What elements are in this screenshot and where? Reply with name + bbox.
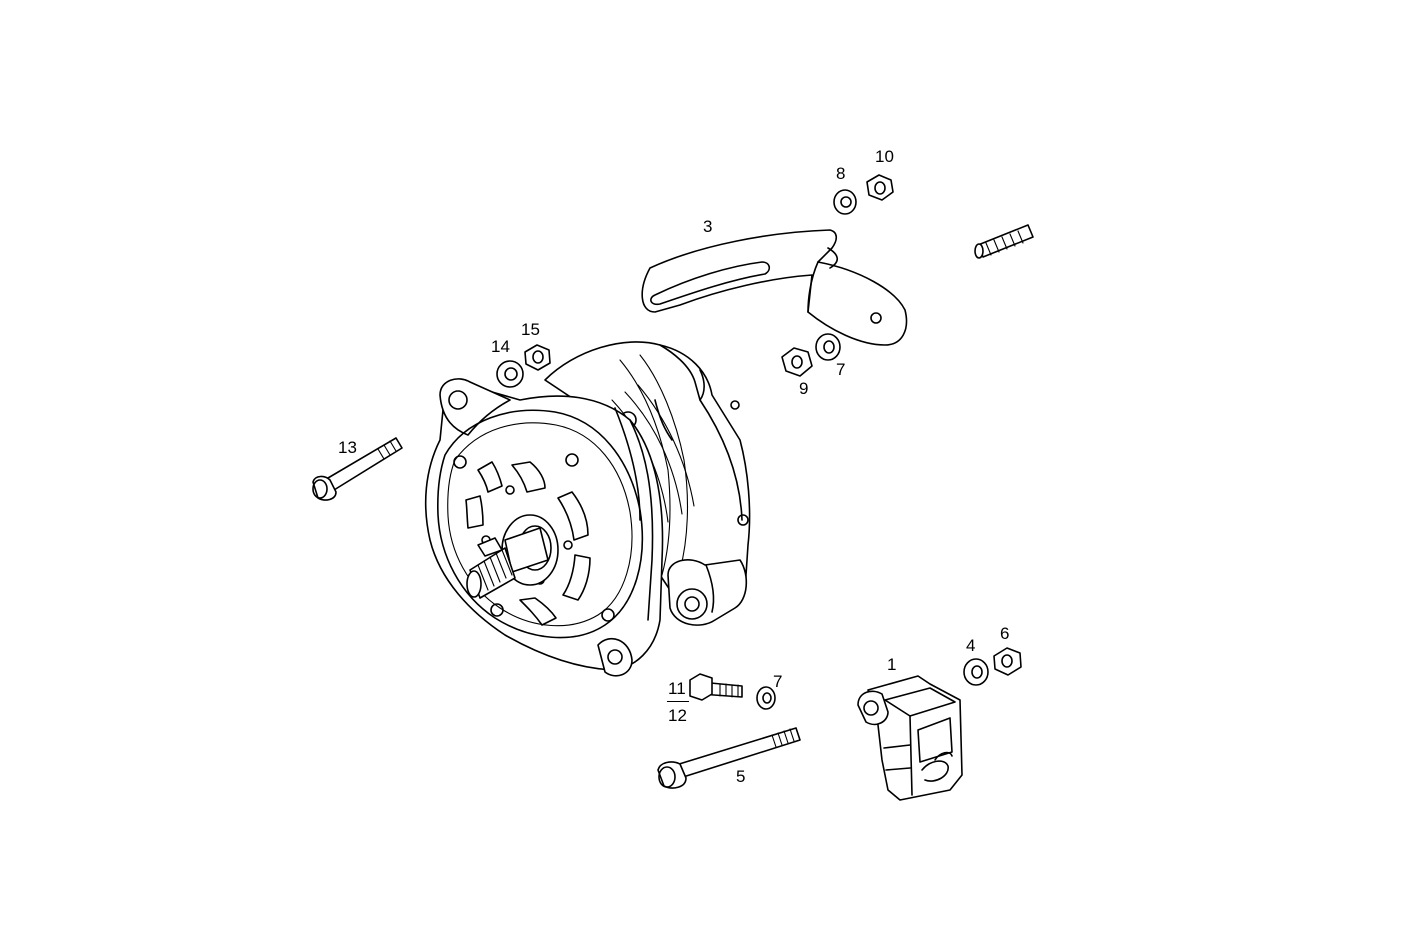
label-part-12: 12 xyxy=(668,706,687,725)
label-part-15: 15 xyxy=(521,320,540,339)
stud-drawing xyxy=(974,224,1034,259)
spacer-14-drawing xyxy=(496,360,524,388)
label-part-13: 13 xyxy=(338,438,357,457)
long-bolt-5-drawing xyxy=(657,727,801,789)
nut-9-drawing xyxy=(781,347,813,377)
label-part-4: 4 xyxy=(966,636,976,655)
support-bracket-1-drawing xyxy=(857,675,963,801)
washer-8-drawing xyxy=(833,189,857,215)
label-part-3: 3 xyxy=(703,217,713,236)
label-part-8: 8 xyxy=(836,164,846,183)
label-part-11: 11 xyxy=(668,679,686,698)
label-part-1: 1 xyxy=(887,655,897,674)
bolt-13-drawing xyxy=(312,437,403,501)
label-fraction-line xyxy=(667,701,689,702)
bolt-11-12-drawing xyxy=(689,673,743,701)
label-part-6: 6 xyxy=(1000,624,1010,643)
label-part-7-top: 7 xyxy=(836,360,846,379)
label-part-5: 5 xyxy=(736,767,746,786)
nut-6-drawing xyxy=(993,647,1022,676)
washer-4-drawing xyxy=(963,658,989,686)
tension-strap-drawing xyxy=(641,229,908,346)
label-part-10: 10 xyxy=(875,147,894,166)
washer-7-bottom-drawing xyxy=(756,686,776,710)
label-part-7-bottom: 7 xyxy=(773,672,783,691)
label-part-14: 14 xyxy=(491,337,510,356)
nut-15-drawing xyxy=(524,344,551,371)
label-part-9: 9 xyxy=(799,379,809,398)
washer-7-top-drawing xyxy=(815,333,841,361)
nut-10-drawing xyxy=(866,174,894,201)
alternator-drawing xyxy=(424,341,751,677)
